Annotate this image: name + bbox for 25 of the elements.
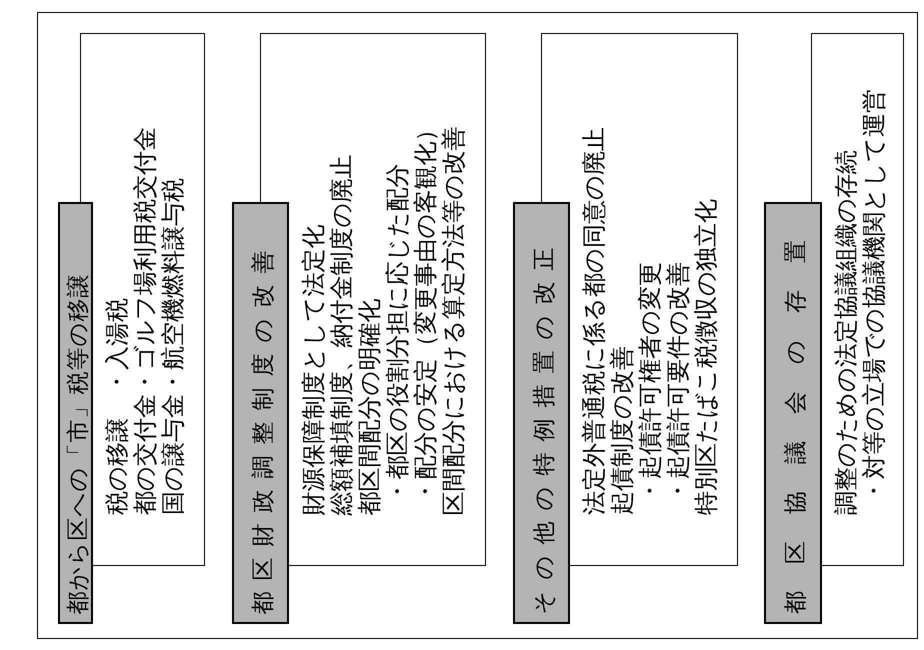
list-item: 法定外普通税に係る都の同意の廃止 <box>580 127 608 515</box>
heading-bar <box>764 202 822 624</box>
heading-text: その他の特例措置の改正 <box>530 236 558 614</box>
text-panel <box>811 33 904 566</box>
heading-bar <box>513 202 570 624</box>
list-item: 国の譲与金・航空機燃料譲与税 <box>159 178 187 515</box>
heading-bar <box>58 202 93 624</box>
list-item: 総額補填制度、納付金制度の廃止 <box>327 154 355 515</box>
list-item: 起債制度の改善 <box>608 346 636 515</box>
list-item: ・対等の立場での協議機関として運営 <box>860 89 888 503</box>
list-item: 財源保障制度として法定化 <box>299 224 327 515</box>
list-item: 特別区たばこ税徴収の独立化 <box>692 199 720 515</box>
heading-text: 都区財政調整制度の改善 <box>249 239 277 614</box>
heading-text: 都区協議会の存置 <box>782 213 810 614</box>
list-item: ・起債許可要件の改善 <box>664 262 692 503</box>
list-item: 税の移譲 ・入湯税 <box>103 298 131 515</box>
list-item: 調整のための法定協議組織の存続 <box>832 150 860 515</box>
list-item: ・起債許可権者の変更 <box>636 262 664 503</box>
list-item: ・都区の役割分担に応じた配分 <box>383 163 411 503</box>
heading-bar <box>232 202 289 624</box>
heading-text: 都から区への「市」税等の移譲 <box>64 273 92 614</box>
list-item: 都区間配分の明確化 <box>355 298 383 515</box>
list-item: ・配分の安定（変更事由の客観化） <box>411 117 439 503</box>
list-item: 都の交付金・ゴルフ場利用税交付金 <box>131 127 159 515</box>
list-item: 区間配分における算定方法等の改善 <box>439 126 467 515</box>
